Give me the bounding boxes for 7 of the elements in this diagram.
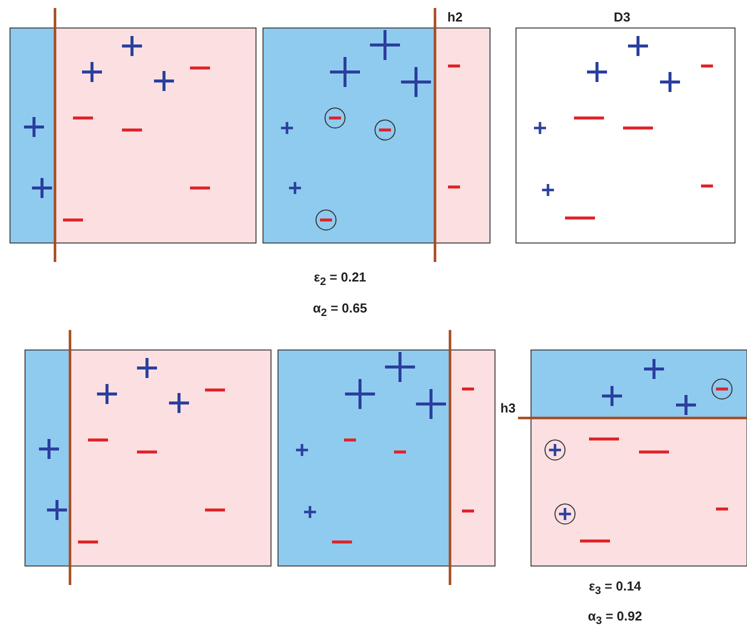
- error-value: ε$_{3}$ = 0.14: [588, 579, 642, 597]
- hypothesis-label: h3: [500, 402, 516, 414]
- weight-value: α$_{3}$ = 0.92: [588, 609, 642, 626]
- dataset-label: D3: [614, 10, 630, 24]
- weight-value: α$_{2}$ = 0.65: [312, 301, 368, 319]
- hypothesis-label: h2: [447, 10, 463, 24]
- error-value: ε$_{2}$ = 0.21: [314, 270, 366, 288]
